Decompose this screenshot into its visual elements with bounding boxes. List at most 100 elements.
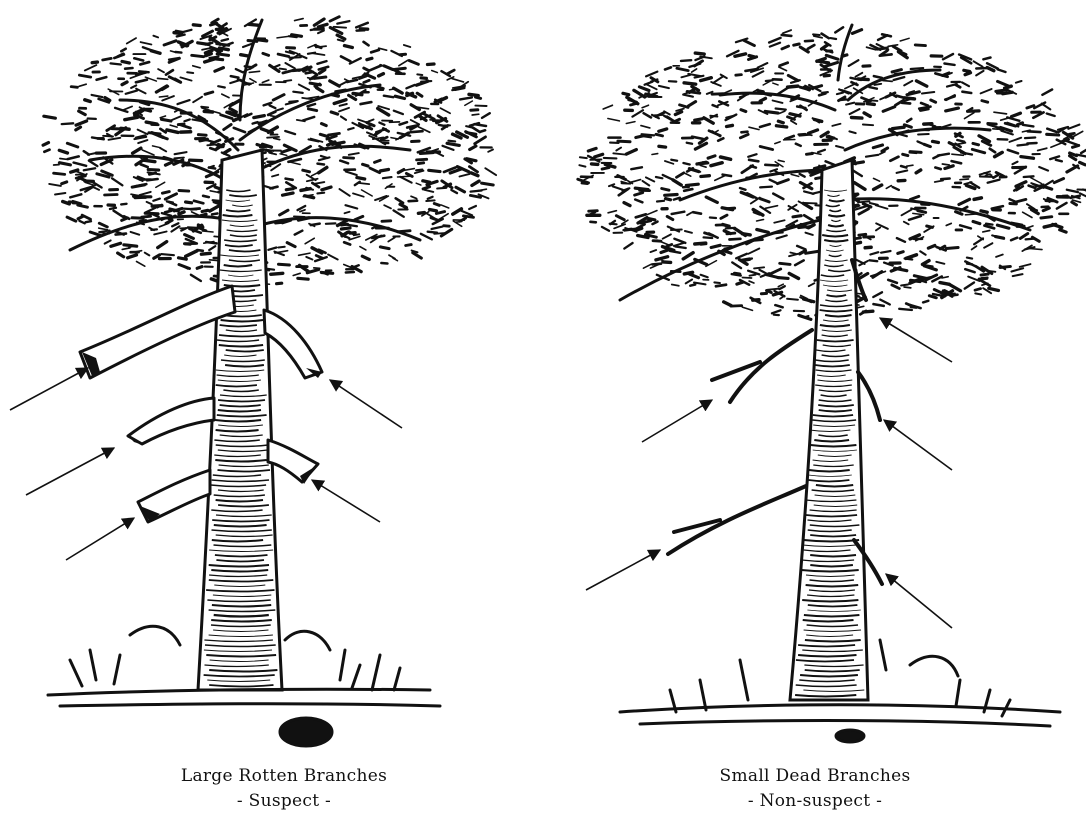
foliage-stroke <box>269 127 278 132</box>
foliage-stroke <box>665 67 671 69</box>
foliage-stroke <box>161 254 174 255</box>
foliage-stroke <box>1047 114 1055 117</box>
foliage-stroke <box>1038 148 1047 150</box>
foliage-stroke <box>656 257 668 260</box>
foliage-stroke <box>277 283 282 284</box>
foliage-stroke <box>915 45 925 46</box>
foliage-stroke <box>284 80 291 81</box>
foliage-stroke <box>656 134 663 136</box>
foliage-stroke <box>918 134 929 135</box>
right-caption-title: Small Dead Branches <box>615 764 1015 789</box>
foliage-stroke <box>348 128 353 130</box>
foliage-stroke <box>740 134 748 137</box>
foliage-stroke <box>85 65 97 70</box>
foliage-stroke <box>1050 156 1059 159</box>
foliage-stroke <box>400 204 406 207</box>
foliage-stroke <box>608 119 620 121</box>
foliage-stroke <box>1069 133 1074 134</box>
foliage-stroke <box>258 40 267 41</box>
foliage-stroke <box>1018 144 1028 145</box>
foliage-stroke <box>340 161 348 164</box>
foliage-stroke <box>744 40 754 45</box>
foliage-stroke <box>910 196 919 199</box>
foliage-stroke <box>907 119 911 122</box>
foliage-stroke <box>1001 118 1008 120</box>
foliage-stroke <box>318 31 324 34</box>
foliage-stroke <box>735 274 740 275</box>
foliage-stroke <box>736 75 742 76</box>
foliage-stroke <box>469 206 476 209</box>
foliage-stroke <box>318 164 325 165</box>
foliage-stroke <box>308 104 316 106</box>
foliage-stroke <box>1054 179 1063 183</box>
foliage-stroke <box>965 269 974 272</box>
foliage-stroke <box>482 183 494 185</box>
foliage-stroke <box>701 244 707 245</box>
foliage-stroke <box>337 21 349 24</box>
foliage-stroke <box>286 179 293 180</box>
foliage-stroke <box>685 231 692 233</box>
foliage-stroke <box>941 179 949 180</box>
foliage-stroke <box>364 68 369 70</box>
foliage-stroke <box>905 259 913 260</box>
foliage-stroke <box>165 194 176 199</box>
foliage-stroke <box>724 302 731 306</box>
foliage-stroke <box>440 108 450 113</box>
foliage-stroke <box>367 58 372 59</box>
foliage-stroke <box>780 111 785 113</box>
foliage-stroke <box>760 199 769 202</box>
foliage-stroke <box>340 189 350 196</box>
arrow-1 <box>10 368 88 410</box>
foliage-stroke <box>704 237 713 238</box>
foliage-stroke <box>767 289 779 290</box>
foliage-stroke <box>721 215 727 218</box>
foliage-stroke <box>643 181 650 186</box>
foliage-stroke <box>646 72 657 77</box>
foliage-stroke <box>936 262 944 264</box>
foliage-stroke <box>1044 224 1056 227</box>
foliage-stroke <box>147 202 152 204</box>
foliage-stroke <box>406 85 414 88</box>
foliage-stroke <box>359 183 369 184</box>
left-caption-status: - Suspect - <box>84 789 484 814</box>
foliage-stroke <box>137 262 145 267</box>
foliage-stroke <box>179 212 184 214</box>
foliage-stroke <box>340 104 347 106</box>
foliage-stroke <box>967 258 972 259</box>
foliage-stroke <box>286 182 296 188</box>
foliage-stroke <box>420 153 433 154</box>
foliage-stroke <box>863 125 873 126</box>
foliage-stroke <box>268 248 276 250</box>
foliage-stroke <box>652 264 661 265</box>
foliage-stroke <box>973 143 979 144</box>
foliage-stroke <box>162 213 171 216</box>
foliage-stroke <box>685 174 690 177</box>
foliage-stroke <box>467 133 476 135</box>
foliage-stroke <box>186 202 192 203</box>
foliage-stroke <box>782 46 789 49</box>
foliage-stroke <box>662 189 669 191</box>
foliage-stroke <box>1029 186 1036 188</box>
foliage-stroke <box>371 50 379 52</box>
foliage-stroke <box>125 117 138 119</box>
foliage-stroke <box>732 262 741 268</box>
foliage-stroke <box>134 58 143 60</box>
foliage-stroke <box>946 223 951 225</box>
foliage-stroke <box>472 114 479 115</box>
foliage-stroke <box>904 222 909 225</box>
foliage-stroke <box>689 102 696 106</box>
arrow-10 <box>886 574 952 628</box>
foliage-stroke <box>900 38 909 41</box>
foliage-stroke <box>1005 86 1012 88</box>
foliage-stroke <box>773 83 778 85</box>
foliage-stroke <box>212 214 217 215</box>
foliage-stroke <box>315 182 324 184</box>
foliage-stroke <box>293 92 302 93</box>
foliage-stroke <box>278 247 284 248</box>
foliage-stroke <box>313 53 325 55</box>
foliage-stroke <box>317 88 323 92</box>
foliage-stroke <box>436 212 444 214</box>
foliage-stroke <box>470 195 480 197</box>
foliage-stroke <box>460 97 472 99</box>
foliage-stroke <box>749 127 759 129</box>
